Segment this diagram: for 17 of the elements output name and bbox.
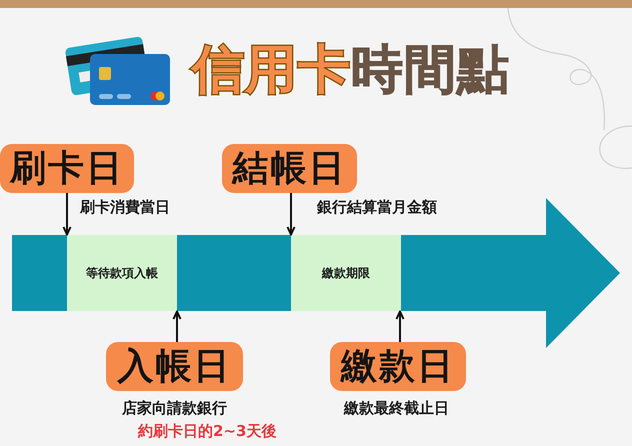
date-label-box: 繳款日: [330, 342, 466, 391]
date-label-box: 刷卡日: [0, 144, 134, 193]
date-label-box: 入帳日: [106, 342, 243, 391]
title: 信用卡時間點: [192, 44, 510, 96]
date-label-box: 結帳日: [222, 144, 357, 193]
note-text: 店家向請款銀行: [122, 401, 227, 416]
note-text: 銀行結算當月金額: [317, 200, 437, 215]
note-text: 刷卡消費當日: [80, 200, 170, 215]
arrow: [62, 193, 72, 236]
period-band: 等待款項入帳: [67, 235, 177, 311]
arrow: [286, 193, 296, 236]
period-band: 繳款期限: [291, 235, 401, 311]
note-text: 繳款最終截止日: [344, 401, 449, 416]
arrow: [396, 310, 404, 342]
timeline-arrow: [12, 198, 620, 348]
arrow: [172, 310, 182, 342]
note-text: 約刷卡日的2~3天後: [138, 424, 276, 439]
